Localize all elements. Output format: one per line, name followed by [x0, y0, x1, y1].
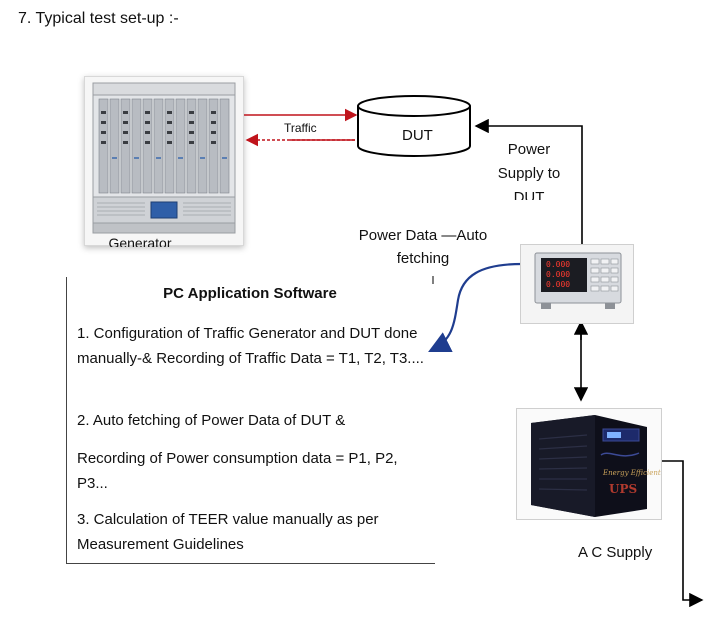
traffic-generator-chassis [92, 82, 236, 234]
power-supply-label: Power Supply to DUT [497, 141, 561, 200]
meter-display-line-2: 0.000 [546, 270, 570, 279]
software-step-3: 3. Calculation of TEER value manually as… [77, 511, 379, 553]
traffic-generator-image [84, 76, 244, 246]
ups-device: Energy Efficient UPS [531, 415, 661, 517]
software-step-2-detail: Recording of Power consumption data = P1… [77, 450, 398, 492]
section-heading: 7. Typical test set-up :- [18, 10, 179, 27]
ups-image: Energy Efficient UPS [516, 408, 662, 520]
power-meter-image: 0.000 0.000 0.000 [520, 244, 634, 324]
pc-software-panel [66, 277, 435, 564]
ac-supply-wire [660, 460, 704, 608]
software-step-1: 1. Configuration of Traffic Generator an… [77, 325, 424, 367]
power-meter-device: 0.000 0.000 0.000 [534, 252, 622, 309]
dut-cylinder [357, 95, 471, 157]
traffic-label: Traffic [284, 121, 317, 135]
ups-brand-text: UPS [609, 482, 637, 496]
pc-software-title: PC Application Software [163, 285, 337, 302]
dut-label: DUT [402, 127, 433, 144]
ups-script-text: Energy Efficient [602, 469, 661, 477]
ac-supply-label: A C Supply [578, 544, 653, 561]
power-data-arrow [428, 262, 523, 352]
power-supply-wire [474, 118, 583, 244]
meter-display-line-1: 0.000 [546, 260, 570, 269]
traffic-generator-caption: Generator [108, 235, 172, 247]
software-step-2: 2. Auto fetching of Power Data of DUT & [77, 412, 346, 429]
meter-display-line-3: 0.000 [546, 280, 570, 289]
power-data-label: Power Data —Auto fetching [358, 227, 488, 267]
